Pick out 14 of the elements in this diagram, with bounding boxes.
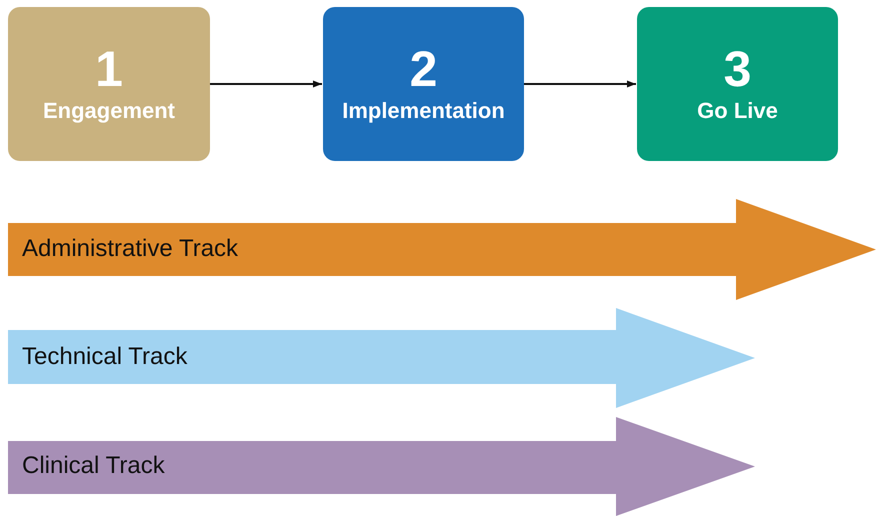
phase-label: Go Live <box>697 98 778 124</box>
track-label: Clinical Track <box>22 452 165 480</box>
phase-label: Engagement <box>42 98 176 124</box>
phase-number: 2 <box>410 44 438 94</box>
phase-box <box>323 7 524 161</box>
phase-box <box>637 7 838 161</box>
arrow <box>210 80 322 88</box>
phase-box <box>8 7 210 161</box>
phase-number: 3 <box>724 44 752 94</box>
track-label: Administrative Track <box>22 234 238 262</box>
phase-label: Implementation <box>342 98 505 124</box>
track-label: Technical Track <box>22 343 188 371</box>
arrow <box>524 80 636 88</box>
phase-number: 1 <box>95 44 123 94</box>
